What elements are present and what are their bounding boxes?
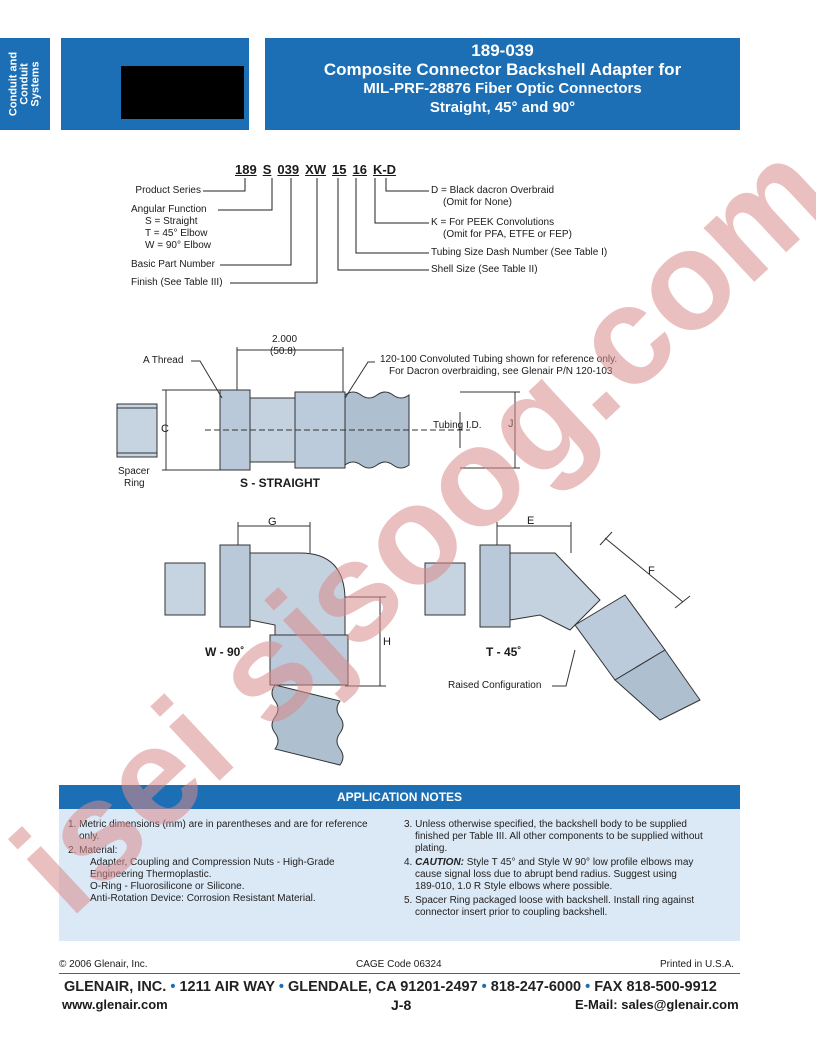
note-2: 2. Material: Adapter, Coupling and Compr… [68,845,394,905]
note-2a: Adapter, Coupling and Compression Nuts -… [90,857,335,868]
tubing-id-label: Tubing I.D. [433,420,482,431]
c-label: C [161,423,169,435]
bullet: • [278,979,284,995]
straight-assembly [116,347,520,471]
logo-redacted [121,66,244,119]
cage-code: CAGE Code 06324 [356,959,442,970]
note-5b: connector insert prior to coupling backs… [415,907,608,918]
callout-d-black: D = Black dacron Overbraid [431,185,555,196]
note-4-prefix: 4. [404,857,413,868]
company-name: GLENAIR, INC. [64,979,167,995]
dim-inches: 2.000 [272,334,298,345]
t45-caption: T - 45˚ [486,645,522,659]
note-3b: finished per Table III. All other compon… [415,831,703,842]
page-part-number: 189-039 [471,41,534,60]
address: 1211 AIR WAY [179,979,275,995]
notes-left-column: 1. Metric dimensions (mm) are in parenth… [68,819,394,907]
raised-config-label: Raised Configuration [448,680,542,691]
note-5: 5. Spacer Ring packaged loose with backs… [404,895,734,919]
note-1: 1. Metric dimensions (mm) are in parenth… [68,819,394,843]
note-4b: cause signal loss due to abrupt bend rad… [415,869,677,880]
note-3: 3. Unless otherwise specified, the backs… [404,819,734,855]
part-code: 189 S 039 XW 15 16 K-D [235,162,402,177]
side-tab[interactable]: Conduit and Conduit Systems [0,38,50,130]
website-link[interactable]: www.glenair.com [62,997,168,1012]
note-2-head: 2. Material: [68,845,118,856]
part-code-seg: 16 [352,162,367,177]
phone: 818-247-6000 [490,979,582,995]
e-label: E [527,515,535,527]
city: GLENDALE, CA 91201-2497 [287,979,478,995]
bullet: • [481,979,487,995]
callout-k-omit: (Omit for PFA, ETFE or FEP) [443,229,572,240]
callout-shell-size: Shell Size (See Table II) [431,264,538,275]
spacer-label-2: Ring [124,478,145,489]
fax: FAX 818-500-9912 [594,979,717,995]
tubing-note-1: 120-100 Convoluted Tubing shown for refe… [380,354,618,365]
part-code-seg: 189 [235,162,257,177]
part-code-seg: XW [305,162,327,177]
email-link[interactable]: E-Mail: sales@glenair.com [575,997,739,1012]
note-4c: 189-010, 1.0 R Style elbows where possib… [415,881,613,892]
page-title-line3: Straight, 45° and 90° [429,99,576,116]
note-1a: 1. Metric dimensions (mm) are in parenth… [68,819,368,830]
callout-t-elbow: T = 45° Elbow [145,228,208,239]
printed-in: Printed in U.S.A. [660,959,734,970]
j-label: J [508,418,514,430]
callout-k-peek: K = For PEEK Convolutions [431,217,555,228]
application-notes-panel [59,785,740,941]
note-4a: Style T 45° and Style W 90° low profile … [464,857,694,868]
part-code-seg: S [262,162,272,177]
dim-mm: (50.8) [270,346,297,357]
footer-contact-line: GLENAIR, INC. • 1211 AIR WAY • GLENDALE,… [64,979,717,995]
note-1b: only. [79,831,100,842]
note-5a: 5. Spacer Ring packaged loose with backs… [404,895,695,906]
page-title-line2: MIL-PRF-28876 Fiber Optic Connectors [363,80,642,97]
title-panel: 189-039 Composite Connector Backshell Ad… [265,38,740,130]
h-label: H [383,636,391,648]
note-3c: plating. [415,843,448,854]
part-code-seg: K-D [372,162,397,177]
note-2c: O-Ring - Fluorosilicone or Silicone. [90,881,245,892]
callout-product-series: Product Series [135,185,201,196]
callout-d-omit: (Omit for None) [443,197,512,208]
copyright: © 2006 Glenair, Inc. [59,959,148,970]
t45-assembly [424,522,701,721]
bullet: • [585,979,591,995]
notes-right-column: 3. Unless otherwise specified, the backs… [404,819,734,921]
note-4: 4. CAUTION: Style T 45° and Style W 90° … [404,857,734,893]
bullet: • [170,979,176,995]
page-number: J-8 [391,997,412,1013]
note-3a: 3. Unless otherwise specified, the backs… [404,819,687,830]
w90-caption: W - 90˚ [205,645,245,659]
a-thread-label: A Thread [143,355,184,366]
callout-w-elbow: W = 90° Elbow [145,240,211,251]
g-label: G [268,516,277,528]
note-4-caution: CAUTION: [415,857,465,868]
page-title-line1: Composite Connector Backshell Adapter fo… [323,60,682,79]
tubing-note-2: For Dacron overbraiding, see Glenair P/N… [389,366,613,377]
callout-basic-part: Basic Part Number [131,259,215,270]
callout-tubing-size: Tubing Size Dash Number (See Table I) [431,247,608,258]
application-notes-title: APPLICATION NOTES [59,785,740,809]
part-code-seg: 15 [332,162,347,177]
part-code-seg: 039 [277,162,300,177]
w90-assembly [164,522,386,766]
callout-finish: Finish (See Table III) [131,277,223,288]
callout-angular-function: Angular Function [131,204,207,215]
straight-caption: S - STRAIGHT [240,476,320,490]
spacer-label-1: Spacer [118,466,150,477]
f-label: F [648,565,655,577]
callout-s-straight: S = Straight [145,216,198,227]
note-2d: Anti-Rotation Device: Corrosion Resistan… [90,893,316,904]
note-2b: Engineering Thermoplastic. [90,869,212,880]
footer-divider [59,973,740,974]
